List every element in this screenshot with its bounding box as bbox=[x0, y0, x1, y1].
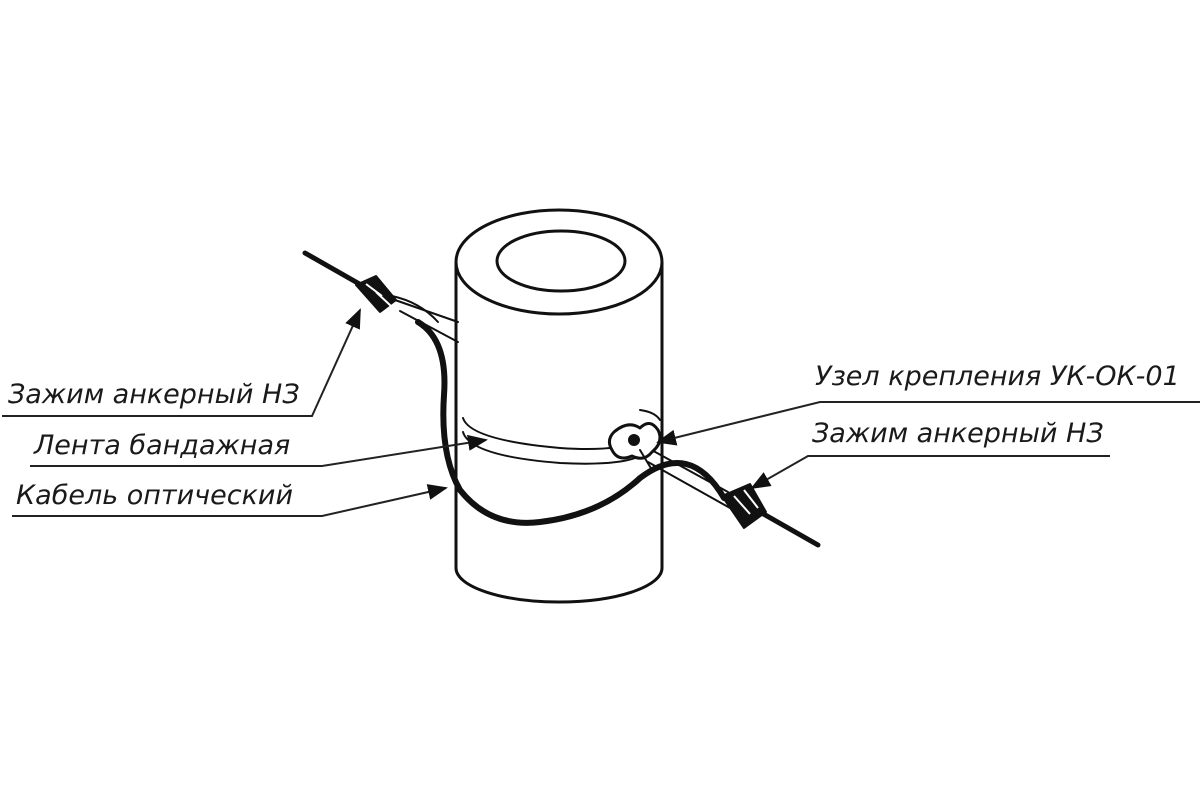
callout-anchor-clamp-right: Зажим анкерный НЗ bbox=[750, 418, 1110, 489]
optical-cable bbox=[415, 319, 727, 526]
right-anchor-clamp bbox=[721, 483, 767, 529]
label-mount-unit: Узел крепления УК-ОК-01 bbox=[815, 361, 1180, 392]
label-anchor-clamp-left: Зажим анкерный НЗ bbox=[8, 379, 300, 410]
label-optical-cable: Кабель оптический bbox=[16, 480, 293, 511]
callout-mount-unit: Узел крепления УК-ОК-01 bbox=[656, 361, 1200, 446]
label-bandage-tape: Лента бандажная bbox=[33, 430, 290, 461]
label-anchor-clamp-right: Зажим анкерный НЗ bbox=[812, 418, 1104, 449]
pole bbox=[454, 208, 664, 604]
callout-anchor-clamp-left: Зажим анкерный НЗ bbox=[2, 308, 361, 417]
mount-unit bbox=[607, 422, 662, 471]
callout-optical-cable: Кабель оптический bbox=[12, 480, 448, 517]
pole-body bbox=[454, 262, 664, 604]
left-anchor-clamp bbox=[355, 275, 439, 323]
callout-bandage-tape: Лента бандажная bbox=[30, 430, 488, 467]
pole-inner-rim bbox=[495, 229, 627, 293]
